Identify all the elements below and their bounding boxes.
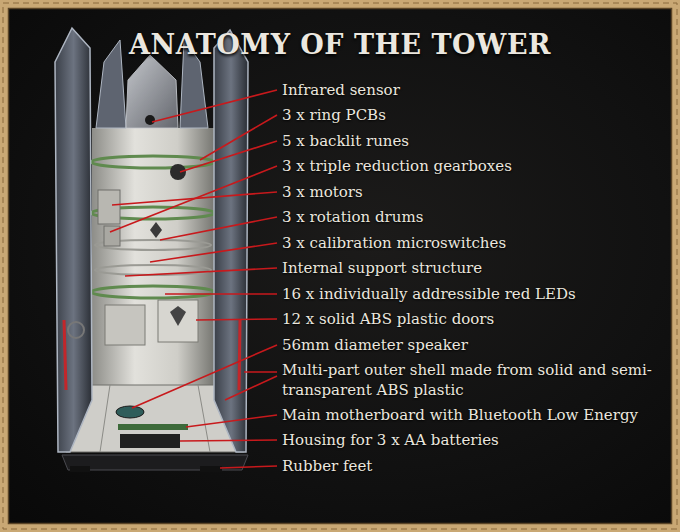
door xyxy=(105,305,145,345)
inner-core xyxy=(92,128,214,403)
housing-seam xyxy=(100,385,110,452)
part-label: 3 x calibration microswitches xyxy=(282,233,506,253)
backlit-rune xyxy=(150,222,162,238)
leader-line xyxy=(132,345,277,408)
frame-inner-line xyxy=(9,9,672,524)
part-label: Main motherboard with Bluetooth Low Ener… xyxy=(282,405,638,425)
leader-line xyxy=(165,293,277,295)
door xyxy=(158,300,198,342)
rubber-foot xyxy=(70,466,90,472)
leader-line xyxy=(225,376,277,400)
leader-lines xyxy=(110,90,277,468)
spire xyxy=(96,40,126,128)
battery-housing xyxy=(120,434,180,448)
red-glow xyxy=(239,320,240,390)
rubber-foot xyxy=(200,466,222,472)
leader-line xyxy=(160,217,277,240)
part-label: 5 x backlit runes xyxy=(282,131,409,151)
part-label: 3 x triple reduction gearboxes xyxy=(282,156,512,176)
housing-seam xyxy=(198,385,210,452)
part-label: 3 x ring PCBs xyxy=(282,105,386,125)
frame-right xyxy=(672,0,680,532)
leader-line xyxy=(196,319,277,320)
part-label: 3 x rotation drums xyxy=(282,207,423,227)
drum-edge xyxy=(95,265,211,275)
leader-line xyxy=(125,268,277,276)
backlit-rune xyxy=(170,306,186,326)
part-label: Rubber feet xyxy=(282,456,372,476)
outer-shell xyxy=(214,30,248,452)
leader-line xyxy=(180,141,277,172)
part-label: 56mm diameter speaker xyxy=(282,335,468,355)
outer-shell xyxy=(55,28,92,452)
motherboard xyxy=(118,424,188,430)
part-label: 3 x motors xyxy=(282,182,363,202)
ring-pcb xyxy=(91,286,215,298)
frame-bottom xyxy=(0,524,680,532)
part-label: Internal support structure xyxy=(282,258,482,278)
part-label: 12 x solid ABS plastic doors xyxy=(282,309,494,329)
leader-line xyxy=(150,243,277,262)
leader-line xyxy=(180,440,277,441)
leader-line xyxy=(152,90,277,122)
part-label: Multi-part outer shell made from solid a… xyxy=(282,360,666,400)
frame-left xyxy=(0,0,8,532)
motor xyxy=(98,190,120,224)
red-glow xyxy=(64,320,66,390)
leader-line xyxy=(186,415,277,427)
backlit-rune xyxy=(170,164,186,180)
frame-top xyxy=(0,0,680,8)
part-label: 16 x individually addressible red LEDs xyxy=(282,284,576,304)
part-label: Infrared sensor xyxy=(282,80,400,100)
title: ANATOMY OF THE TOWER xyxy=(0,28,680,62)
speaker xyxy=(116,406,144,418)
frame-ornament xyxy=(3,3,677,529)
leader-line xyxy=(220,466,277,468)
leader-line xyxy=(112,192,277,205)
infrared-sensor xyxy=(145,115,155,125)
leader-line xyxy=(244,371,277,373)
shell-rune xyxy=(68,322,84,338)
part-label: Housing for 3 x AA batteries xyxy=(282,430,499,450)
